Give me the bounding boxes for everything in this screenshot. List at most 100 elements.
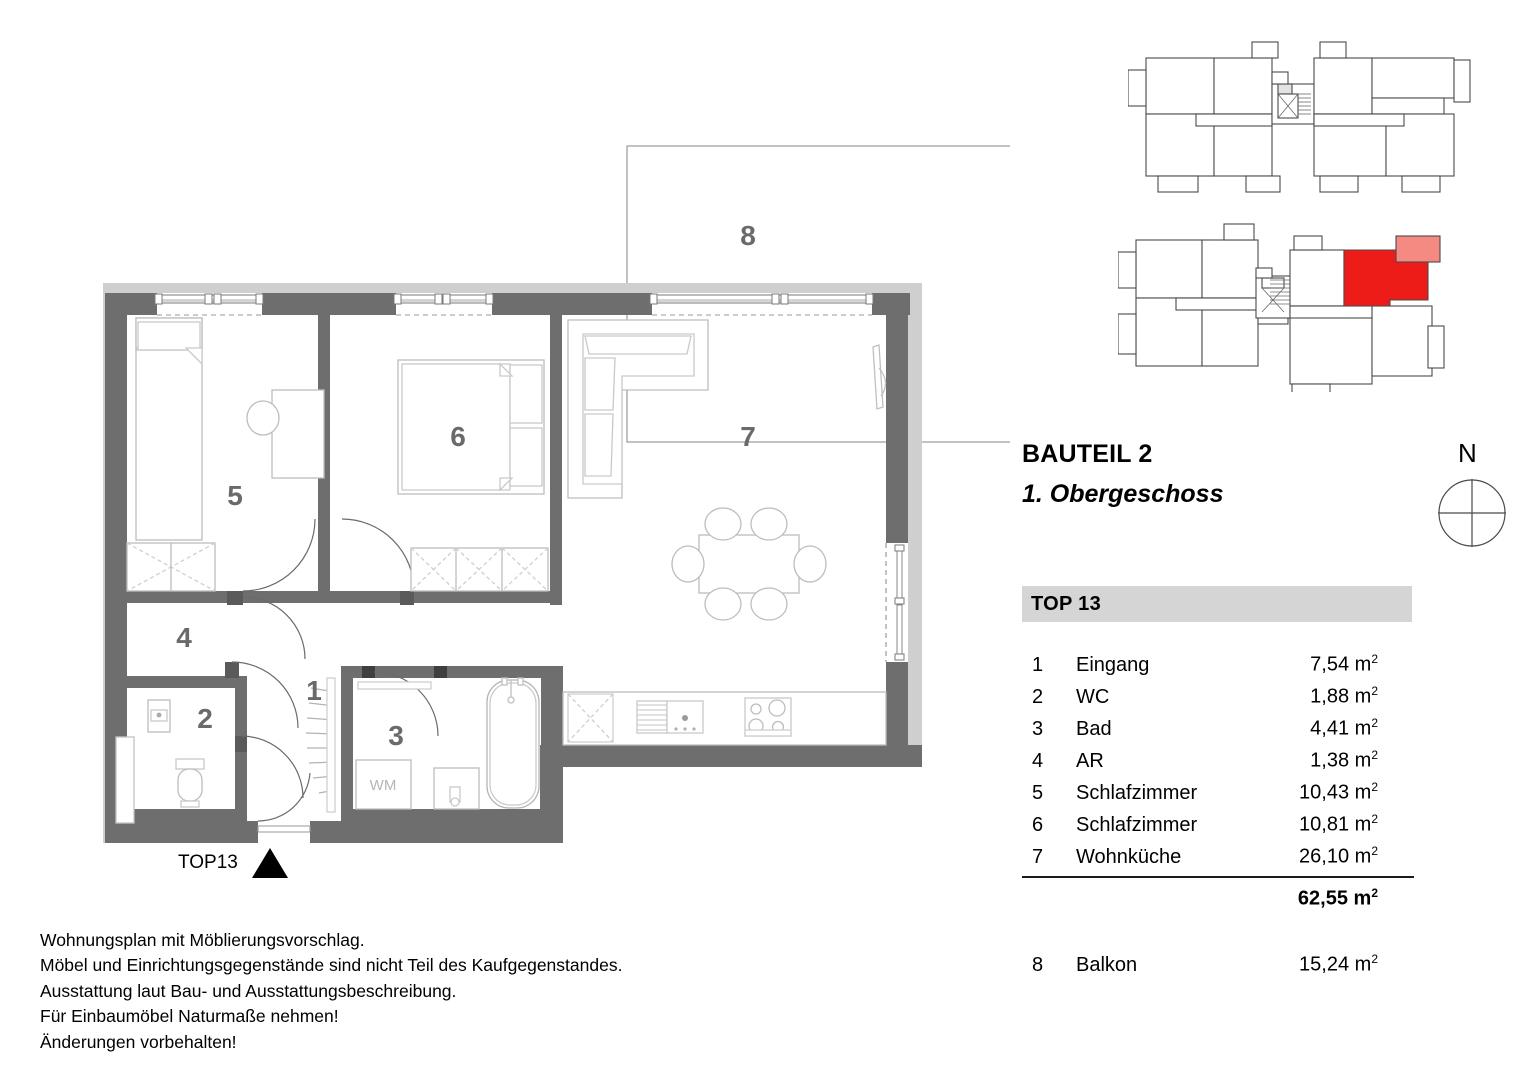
door-swing-arcs — [242, 596, 306, 660]
entry-marker: TOP13 — [178, 848, 288, 878]
wall-bath-bottom — [341, 809, 563, 843]
disclaimer-line: Ausstattung laut Bau- und Ausstattungsbe… — [40, 980, 457, 1001]
door-swing-bath — [373, 671, 439, 737]
room-row: 3 Bad 4,41 m2 — [1022, 716, 1414, 748]
wall-between-6-and-7 — [550, 305, 562, 605]
plan-title-block: BAUTEIL 2 1. Obergeschoss — [1022, 440, 1422, 509]
door-jamb-5 — [227, 591, 243, 605]
compass-rose-icon — [1438, 479, 1506, 547]
furniture-wc — [115, 699, 205, 824]
floor-plan-drawing: 1 2 3 4 5 6 7 8 WM — [103, 145, 1010, 843]
building-title: BAUTEIL 2 — [1022, 440, 1153, 468]
room-row: 4 AR 1,38 m2 — [1022, 748, 1414, 780]
door-jamb-ar — [225, 662, 239, 678]
table-rule-cell — [1022, 876, 1414, 886]
door-jamb-wc — [235, 736, 247, 752]
room-name-cell: Schlafzimmer — [1076, 813, 1198, 836]
room-area-cell: 1,38 m2 — [1310, 748, 1378, 772]
room-area-cell: 15,24 m2 — [1299, 952, 1378, 976]
total-row: 62,55 m2 — [1022, 886, 1414, 922]
room-number-3: 3 — [388, 720, 404, 751]
total-spacer-1 — [1022, 886, 1076, 922]
wall-room5-bottom-2 — [243, 591, 318, 603]
wall-bath-right — [541, 666, 563, 821]
entry-hatch — [305, 677, 336, 813]
room-number-cell: 6 — [1032, 813, 1044, 836]
room-number-cell: 1 — [1032, 653, 1044, 676]
wall-bottom-left — [105, 821, 253, 843]
room-number-cell: 4 — [1032, 749, 1044, 772]
wall-wc-right-upper — [235, 676, 247, 736]
wall-top-3 — [492, 293, 652, 315]
room-number-2: 2 — [197, 703, 213, 734]
unit-header-bar: TOP 13 — [1022, 586, 1412, 622]
room-name-cell: Eingang — [1076, 653, 1150, 676]
floor-title: 1. Obergeschoss — [1022, 479, 1224, 508]
furniture-room5 — [126, 317, 325, 592]
room-number-labels: 1 2 3 4 5 6 7 8 — [176, 220, 756, 751]
window-group-top — [154, 293, 874, 305]
room-number-6: 6 — [450, 421, 466, 452]
wall-room6-bottom-2 — [414, 591, 550, 603]
door-jamb-6 — [400, 591, 414, 605]
entry-marker-label: TOP13 — [178, 852, 238, 873]
wall-bath-top — [341, 666, 563, 678]
wall-right-upper — [886, 293, 908, 543]
wall-room6-bottom-1 — [330, 591, 400, 603]
room-number-4: 4 — [176, 622, 192, 653]
kitchen-counter — [562, 691, 887, 746]
room-area-cell: 4,41 m2 — [1310, 716, 1378, 740]
room-number-5: 5 — [227, 480, 243, 511]
disclaimer-line: Möbel und Einrichtungsgegenstände sind n… — [40, 955, 623, 976]
wall-outer-top — [103, 283, 922, 293]
room-name-cell: Schlafzimmer — [1076, 781, 1198, 804]
wall-wc-right-lower — [235, 752, 247, 821]
furniture-room7 — [567, 319, 887, 621]
room-number-cell: 8 — [1032, 953, 1044, 976]
wall-wc-top — [127, 676, 247, 688]
disclaimer-line: Für Einbaumöbel Naturmaße nehmen! — [40, 1006, 339, 1027]
furniture-bath — [355, 677, 540, 810]
room-number-cell: 3 — [1032, 717, 1044, 740]
room-number-cell: 7 — [1032, 845, 1044, 868]
total-spacer-2 — [1076, 886, 1284, 922]
unit-label: TOP 13 — [1031, 592, 1101, 615]
total-area-cell: 62,55 m2 — [1297, 886, 1378, 910]
room-number-cell: 5 — [1032, 781, 1044, 804]
wall-left-exterior — [105, 293, 127, 843]
wall-right-lower — [886, 662, 908, 767]
wall-bath-left — [341, 666, 353, 821]
wall-room5-bottom — [127, 591, 227, 603]
entrance-triangle-icon — [251, 848, 288, 878]
compass-north-label: N — [1458, 438, 1477, 468]
room-area-cell: 7,54 m2 — [1310, 652, 1378, 676]
keyplan-erdgeschoss — [1128, 41, 1471, 193]
compass: N — [1436, 440, 1522, 550]
room-number-1: 1 — [306, 675, 322, 706]
keyplan-highlight-balcony — [1395, 235, 1441, 263]
room-name-cell: Bad — [1076, 717, 1112, 740]
room-row: 1 Eingang 7,54 m2 — [1022, 652, 1414, 684]
furniture-room6 — [397, 359, 549, 592]
door-jamb-bath-2 — [434, 666, 447, 678]
wall-bottom-jamb — [253, 821, 258, 843]
table-gap — [1022, 922, 1414, 952]
wall-wc-bottom — [127, 809, 235, 821]
table-rule — [1022, 876, 1414, 886]
wall-kitchen-bottom — [540, 745, 922, 767]
wall-top-2 — [262, 293, 396, 315]
room-name-cell: AR — [1076, 749, 1104, 772]
door-swing-ar — [231, 661, 299, 729]
disclaimer-block: Wohnungsplan mit Möblierungsvorschlag. M… — [40, 928, 622, 1055]
room-number-7: 7 — [740, 421, 756, 452]
washing-machine-label: WM — [370, 777, 397, 794]
keyplan-obergeschoss — [1118, 223, 1445, 392]
wall-outer-right — [908, 283, 922, 753]
room-area-cell: 1,88 m2 — [1310, 684, 1378, 708]
room-name-cell: WC — [1076, 685, 1110, 708]
